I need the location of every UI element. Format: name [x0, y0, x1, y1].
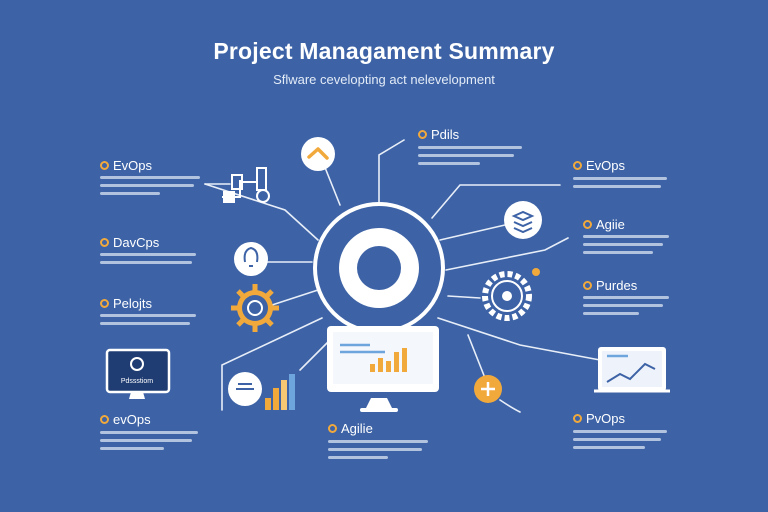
bullet-icon: [583, 220, 592, 229]
central-hub: [313, 202, 445, 334]
node-description-left-4: [100, 431, 210, 455]
page-title: Project Managament Summary: [213, 38, 555, 64]
monitor-icon-center: [327, 326, 439, 412]
node-label-right-3: Purdes: [583, 278, 637, 293]
node-label-right-4: PvOps: [573, 411, 625, 426]
connector-plus: [467, 334, 486, 379]
node-label-left-1: EvOps: [100, 158, 152, 173]
node-label-text: Agiie: [596, 217, 625, 232]
node-description-right-4: [573, 430, 683, 454]
bullet-icon: [573, 161, 582, 170]
bullet-icon: [573, 414, 582, 423]
bullet-icon: [328, 424, 337, 433]
connector-right-4: [447, 295, 481, 299]
gear-icon: [231, 284, 279, 332]
monitor-left-caption: Pdssstiom: [121, 378, 153, 385]
node-label-text: PvOps: [586, 411, 626, 426]
plus-icon: [474, 375, 502, 403]
node-label-bottom: Agilie: [328, 421, 373, 436]
node-description-left-1: [100, 176, 210, 200]
lightbulb-icon: [234, 242, 268, 276]
monitor-icon-left: [105, 348, 171, 399]
node-description-right-1: [573, 177, 683, 193]
flowchart-icon: [222, 167, 270, 203]
bullet-icon: [100, 415, 109, 424]
node-label-top: Pdils: [418, 127, 459, 142]
node-description-right-3: [583, 296, 693, 320]
node-description-left-3: [100, 314, 210, 330]
checkmark-icon: [301, 137, 335, 171]
target-gear-icon: [482, 268, 540, 321]
connector-right-3: [445, 237, 569, 271]
bullet-icon: [583, 281, 592, 290]
node-label-text: Pdils: [431, 127, 460, 142]
node-label-left-2: DavCps: [100, 235, 159, 250]
node-label-text: EvOps: [113, 158, 153, 173]
node-description-left-2: [100, 253, 210, 269]
bullet-icon: [100, 299, 109, 308]
node-label-right-2: Agiie: [583, 217, 625, 232]
trend-monitor-icon: [594, 347, 670, 393]
connector-left-3: [271, 289, 319, 306]
bullet-icon: [100, 161, 109, 170]
node-description-top: [418, 146, 528, 170]
connector-right-2: [439, 224, 506, 241]
node-label-text: Agilie: [341, 421, 373, 436]
node-description-bottom: [328, 440, 438, 464]
layers-icon: [504, 201, 542, 239]
connector-left-4: [221, 317, 323, 411]
page-subtitle: Sflware cevelopting act nelevelopment: [273, 72, 495, 87]
node-label-text: Pelojts: [113, 296, 153, 311]
node-label-left-3: Pelojts: [100, 296, 152, 311]
connector-top: [378, 139, 405, 208]
connector-right-1: [431, 184, 561, 219]
node-label-text: evOps: [113, 412, 151, 427]
connector-right-5: [437, 317, 601, 361]
connector-swoosh: [499, 399, 521, 413]
node-label-left-4: evOps: [100, 412, 151, 427]
node-label-text: Purdes: [596, 278, 638, 293]
node-description-right-2: [583, 235, 693, 259]
bullet-icon: [100, 238, 109, 247]
node-label-text: DavCps: [113, 235, 160, 250]
connector-left-1: [204, 183, 319, 241]
node-label-text: EvOps: [586, 158, 626, 173]
node-label-right-1: EvOps: [573, 158, 625, 173]
bar-chart-icon: [228, 372, 295, 410]
bullet-icon: [418, 130, 427, 139]
